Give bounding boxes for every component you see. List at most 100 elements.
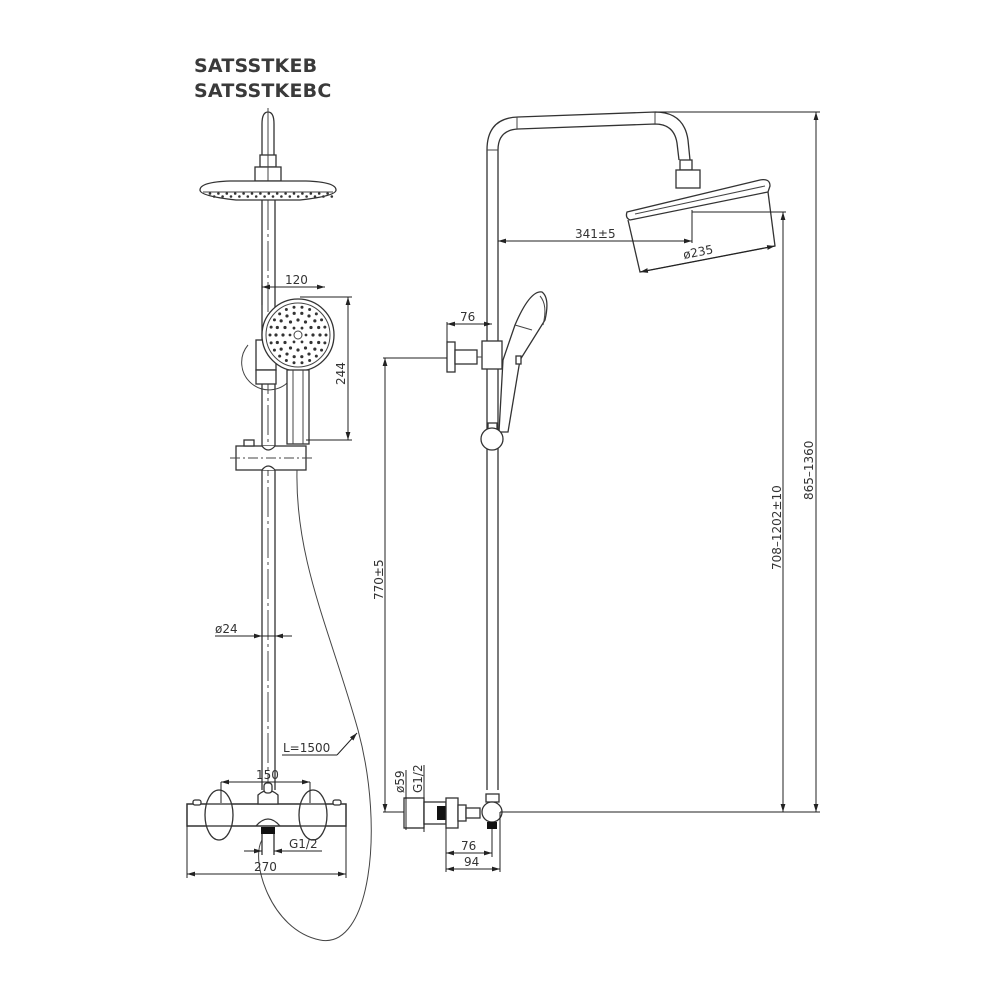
nozzle-dot <box>305 195 308 198</box>
dim-label-150: 150 <box>256 768 279 782</box>
nozzle-dot <box>304 333 308 337</box>
dim-label-235: ø235 <box>682 242 714 262</box>
model-code-secondary: SATSSTKEBC <box>194 80 332 102</box>
dimension-head-projection: 341±5 <box>498 210 693 244</box>
nozzle-dot <box>308 308 312 312</box>
nozzle-dot <box>292 340 296 344</box>
nozzle-dot <box>250 192 254 195</box>
nozzle-dot <box>322 195 325 198</box>
nozzle-dot <box>292 305 296 309</box>
nozzle-dot <box>307 352 311 356</box>
thermostatic-mixer-front <box>186 782 347 855</box>
nozzle-dot <box>269 341 273 345</box>
nozzle-dot <box>208 192 212 195</box>
nozzle-dot <box>259 192 262 195</box>
nozzle-dot <box>285 352 289 356</box>
nozzle-dot <box>308 358 312 362</box>
nozzle-dot <box>267 192 271 195</box>
dim-label-341: 341±5 <box>575 227 616 241</box>
overhead-shower-head-side <box>625 159 776 273</box>
hand-shower-front <box>261 298 335 445</box>
nozzle-dot <box>296 195 300 198</box>
model-code-primary: SATSSTKEB <box>194 55 318 77</box>
nozzle-dot <box>300 361 304 365</box>
front-view: 120 244 ø24 L=1500 150 <box>186 108 372 941</box>
nozzle-dot <box>254 195 258 198</box>
nozzle-dot <box>288 346 293 350</box>
dimension-overall-height: 865–1360 <box>500 111 820 813</box>
nozzle-dot <box>288 333 292 337</box>
nozzle-dot <box>272 348 276 352</box>
dim-label-59: ø59 <box>393 770 407 793</box>
nozzle-dot <box>217 192 220 195</box>
nozzle-dot <box>292 355 296 359</box>
nozzle-dot <box>296 318 300 322</box>
nozzle-dot <box>314 354 318 358</box>
dimension-inlet-projection: 76 <box>445 828 493 872</box>
nozzle-dot <box>279 347 283 351</box>
dimension-hose-length: L=1500 <box>282 732 358 756</box>
dim-label-94: 94 <box>464 855 479 869</box>
dimension-bracket-height: 770±5 <box>372 357 447 813</box>
dimension-mixer-centres: 150 <box>220 768 311 803</box>
dim-label-120: 120 <box>285 273 308 287</box>
nozzle-dot <box>296 348 300 352</box>
dimension-mixer-width: 270 <box>186 826 347 878</box>
nozzle-dot <box>292 192 296 195</box>
nozzle-dot <box>229 195 233 198</box>
dim-label-244: 244 <box>334 362 348 385</box>
nozzle-dot <box>284 358 288 362</box>
side-view: 341±5 ø235 76 770±5 708–1202±10 865–1360 <box>372 111 820 872</box>
shower-hose <box>258 469 372 941</box>
riser-rail-front <box>261 200 276 790</box>
nozzle-dot <box>303 320 308 324</box>
nozzle-dot <box>326 192 329 195</box>
nozzle-dot <box>271 195 275 198</box>
dim-label-770: 770±5 <box>372 559 386 600</box>
nozzle-dot <box>292 326 296 330</box>
nozzle-dot <box>221 195 224 198</box>
wall-bracket-side <box>446 340 503 373</box>
nozzle-dot <box>324 333 328 337</box>
dimension-inlet-thread: G1/2 <box>411 764 425 832</box>
nozzle-dot <box>309 325 313 330</box>
dim-label-708-1202: 708–1202±10 <box>770 485 784 570</box>
nozzle-dot <box>300 311 304 315</box>
nozzle-dot <box>309 192 313 195</box>
nozzle-dot <box>246 195 250 198</box>
nozzle-dot <box>281 333 285 337</box>
dimension-hand-shower-height: 244 <box>300 296 352 441</box>
nozzle-dot <box>323 341 327 345</box>
nozzle-dot <box>283 340 287 345</box>
nozzle-dot <box>313 195 317 198</box>
dimension-flange-diameter: ø59 <box>393 770 420 830</box>
nozzle-dot <box>278 312 282 316</box>
nozzle-dot <box>292 311 296 315</box>
nozzle-dot <box>279 319 283 323</box>
nozzle-dot <box>300 340 304 344</box>
nozzle-dot <box>317 192 321 195</box>
nozzle-dot <box>292 361 296 365</box>
hand-shower-side <box>498 291 548 433</box>
dimension-head-diameter: ø235 <box>639 242 776 273</box>
nozzle-dot <box>318 333 322 337</box>
nozzle-dot <box>268 333 272 337</box>
nozzle-dot <box>275 340 279 345</box>
dimension-overall-projection: 94 <box>446 812 501 872</box>
nozzle-dot <box>274 333 278 337</box>
nozzle-dot <box>303 346 308 350</box>
dim-label-76-bracket: 76 <box>460 310 475 324</box>
nozzle-dot <box>263 195 266 198</box>
center-nozzle <box>293 330 303 340</box>
slider-front <box>230 439 315 471</box>
dimension-hand-shower-width: 120 <box>261 273 325 305</box>
nozzle-dot <box>301 192 304 195</box>
dim-label-hose-length: L=1500 <box>283 741 330 755</box>
dim-label-270: 270 <box>254 860 277 874</box>
overhead-shower-head-front <box>199 180 337 201</box>
nozzle-dot <box>225 192 229 195</box>
dim-label-76-inlet: 76 <box>461 839 476 853</box>
nozzle-dot <box>300 355 304 359</box>
nozzle-dot <box>288 195 292 198</box>
